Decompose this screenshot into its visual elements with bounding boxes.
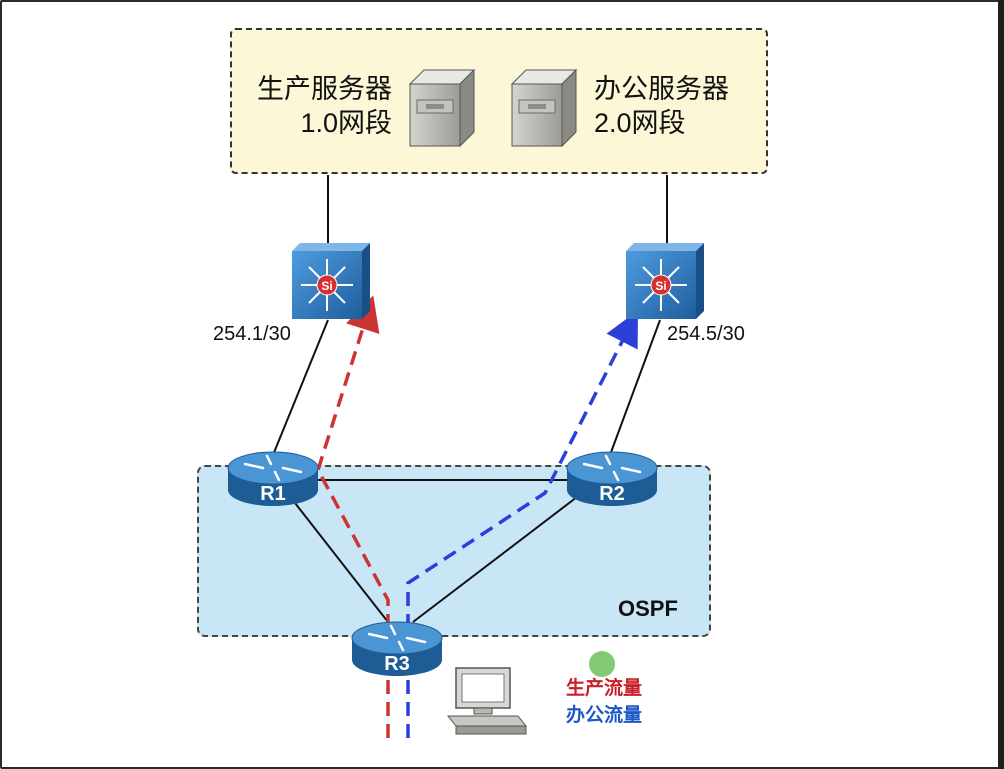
router-r1-label: R1: [260, 483, 286, 505]
links: [272, 175, 668, 623]
production-server-label: 生产服务器 1.0网段: [257, 72, 392, 140]
right-switch-badge: Si: [655, 279, 666, 293]
office-server-subnet: 2.0网段: [594, 108, 686, 138]
legend-production: 生产流量: [566, 678, 643, 699]
production-server-subnet: 1.0网段: [300, 108, 392, 138]
legend-office: 办公流量: [566, 705, 643, 726]
ospf-area-label: OSPF: [618, 596, 678, 621]
left-switch-icon: Si: [292, 243, 370, 319]
link-right-switch-r2: [609, 319, 661, 456]
link-r2-r3: [412, 496, 578, 623]
router-r1-icon: R1: [227, 451, 319, 506]
left-switch-badge: Si: [321, 279, 332, 293]
office-server-icon: [510, 68, 578, 148]
office-server-name: 办公服务器: [594, 74, 729, 104]
router-r2-label: R2: [599, 483, 625, 505]
production-server-icon: [408, 68, 476, 148]
right-switch-icon: Si: [626, 243, 704, 319]
link-r1-r3: [294, 502, 389, 623]
workstation-icon: [446, 667, 528, 735]
cursor-highlight-icon: [589, 651, 615, 677]
link-left-switch-r1: [272, 319, 329, 456]
router-r2-icon: R2: [566, 451, 658, 506]
frame-edge: [998, 0, 1004, 769]
right-switch-ip: 254.5/30: [667, 323, 745, 345]
server-area: [230, 28, 768, 174]
router-r3-label: R3: [384, 653, 410, 675]
office-server-label: 办公服务器 2.0网段: [594, 72, 729, 140]
production-server-name: 生产服务器: [257, 74, 392, 104]
left-switch-ip: 254.1/30: [213, 323, 291, 345]
router-r3-icon: R3: [351, 621, 443, 676]
